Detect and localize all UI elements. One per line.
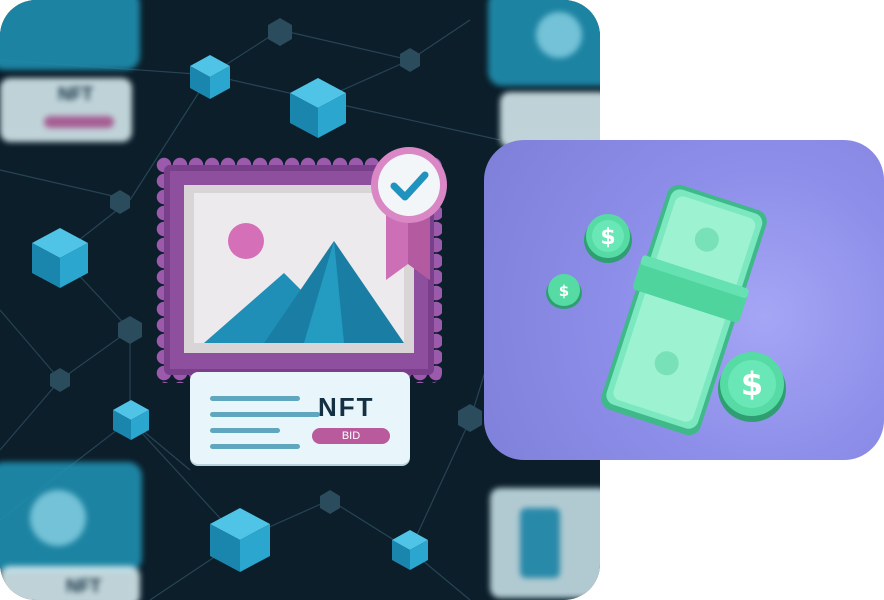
blurred-tile-bottom-left	[0, 462, 142, 572]
cash-stack-icon	[601, 184, 767, 436]
bid-badge: BID	[312, 428, 390, 444]
dollar-coin-icon: $	[718, 352, 786, 422]
network-background	[0, 18, 521, 600]
dollar-coin-icon: $	[584, 214, 632, 263]
svg-text:$: $	[741, 365, 763, 403]
play-icon	[30, 490, 86, 546]
money-illustration: $ $ $	[484, 140, 884, 460]
checkmark-badge-icon	[371, 147, 447, 223]
svg-text:$: $	[559, 282, 569, 300]
blurred-nft-label-bottom: NFT	[66, 576, 101, 596]
blurred-nft-label-top: NFT	[58, 84, 93, 104]
blurred-card-bottom-left: NFT	[0, 566, 140, 600]
nft-illustration: NFT NFT NFT BI	[0, 0, 600, 600]
blurred-tile-bottom-right	[490, 488, 600, 598]
cube-icon	[32, 55, 428, 572]
mountain-image-icon	[194, 193, 404, 343]
nft-info-card	[190, 372, 410, 464]
play-icon	[536, 12, 582, 58]
blurred-card-top-right	[500, 92, 600, 148]
blurred-card-top-left: NFT	[0, 78, 132, 142]
blurred-tile-top-right	[488, 0, 600, 86]
blurred-tile-top-left	[0, 0, 140, 70]
svg-text:$: $	[600, 225, 615, 250]
nft-label: NFT	[318, 392, 375, 422]
dollar-coin-icon: $	[546, 274, 582, 309]
